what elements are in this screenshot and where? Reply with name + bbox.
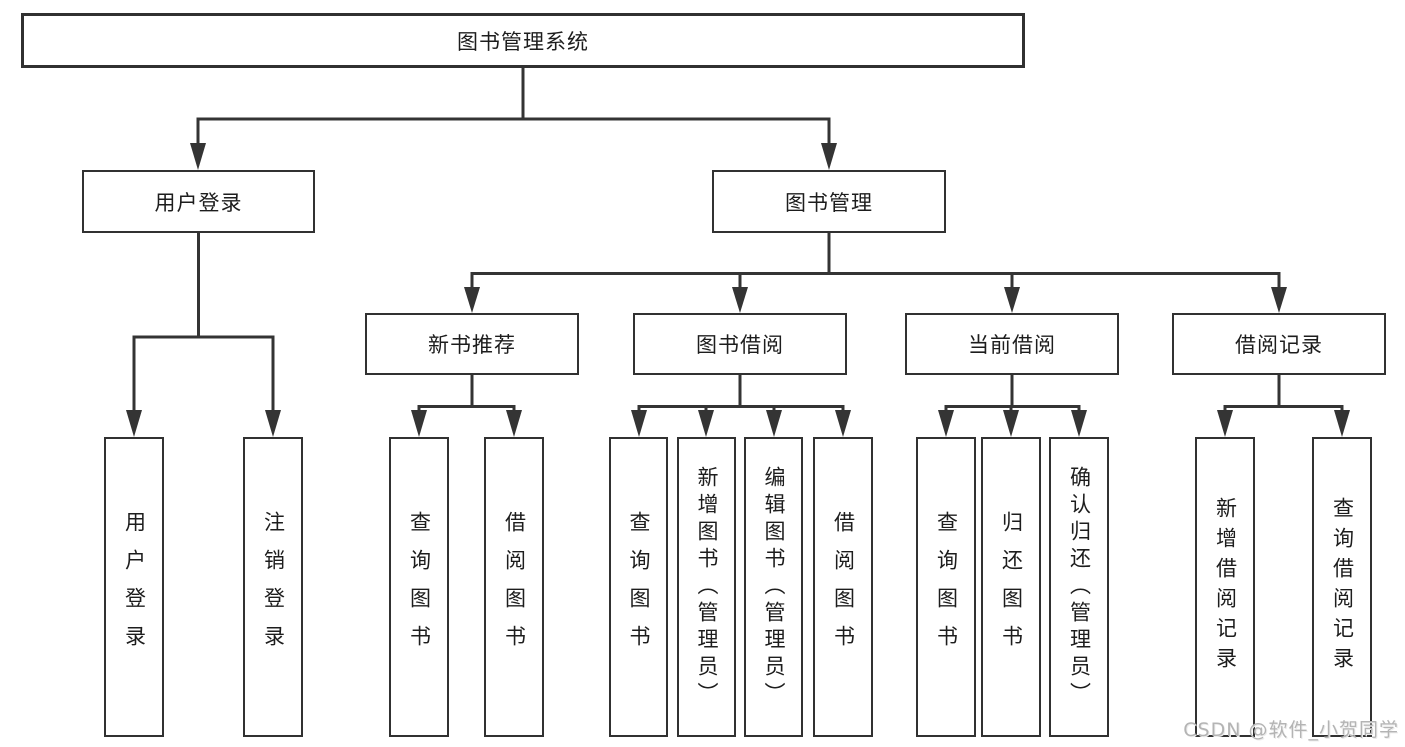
node-label: 查询图书 (627, 511, 651, 663)
arrowhead-down-icon (631, 410, 647, 437)
node-label: 借阅图书 (831, 511, 856, 663)
arrowhead-down-icon (732, 287, 748, 313)
leaf-borrow-books-recommend: 借阅图书 (484, 437, 544, 737)
node-label: 借阅记录 (1235, 333, 1323, 357)
connector-book-management-to-level3 (470, 233, 1281, 291)
arrowhead-down-icon (698, 410, 714, 437)
leaf-edit-book-admin: 编辑图书（管理员） (744, 437, 803, 737)
leaf-confirm-return-admin: 确认归还（管理员） (1049, 437, 1109, 737)
node-label: 图书管理系统 (457, 29, 589, 54)
node-user-login: 用户登录 (82, 170, 315, 233)
leaf-user-login: 用户登录 (104, 437, 164, 737)
node-label: 查询图书 (934, 511, 959, 663)
connector-new-book-to-leaves (417, 375, 516, 415)
arrowhead-down-icon (1004, 287, 1020, 313)
arrowhead-down-icon (265, 410, 281, 437)
arrowhead-down-icon (821, 143, 837, 170)
node-label: 确认归还（管理员） (1067, 465, 1092, 709)
connector-root-to-level2 (196, 68, 831, 147)
leaf-query-books-recommend: 查询图书 (389, 437, 449, 737)
node-borrow-records: 借阅记录 (1172, 313, 1386, 375)
node-book-management: 图书管理 (712, 170, 946, 233)
leaf-add-borrow-record: 新增借阅记录 (1195, 437, 1255, 737)
arrowhead-down-icon (506, 410, 522, 437)
csdn-watermark: CSDN @软件_小贺同学 (1183, 719, 1399, 741)
leaf-add-book-admin: 新增图书（管理员） (677, 437, 736, 737)
node-label: 查询图书 (407, 511, 432, 663)
arrowhead-down-icon (126, 410, 142, 437)
node-label: 新增借阅记录 (1213, 497, 1238, 677)
node-root-library-system: 图书管理系统 (21, 13, 1025, 68)
node-label: 当前借阅 (968, 333, 1056, 357)
node-label: 图书借阅 (696, 333, 784, 357)
arrowhead-down-icon (938, 410, 954, 437)
node-label: 用户登录 (154, 190, 243, 215)
arrowhead-down-icon (1271, 287, 1287, 313)
arrowhead-down-icon (464, 287, 480, 313)
node-label: 注销登录 (261, 511, 286, 663)
connector-current-borrow-to-leaves (944, 375, 1081, 415)
node-current-borrow: 当前借阅 (905, 313, 1119, 375)
arrowhead-down-icon (1334, 410, 1350, 437)
node-label: 借阅图书 (502, 511, 527, 663)
arrowhead-down-icon (411, 410, 427, 437)
arrowhead-down-icon (766, 410, 782, 437)
node-new-book-recommend: 新书推荐 (365, 313, 579, 375)
node-label: 新增图书（管理员） (695, 465, 719, 709)
leaf-query-borrow-record: 查询借阅记录 (1312, 437, 1372, 737)
node-label: 用户登录 (122, 511, 147, 663)
node-book-borrow: 图书借阅 (633, 313, 847, 375)
node-label: 归还图书 (999, 511, 1024, 663)
leaf-borrow-books: 借阅图书 (813, 437, 873, 737)
leaf-query-books-borrow: 查询图书 (609, 437, 668, 737)
arrowhead-down-icon (835, 410, 851, 437)
node-label: 图书管理 (785, 190, 873, 215)
leaf-logout: 注销登录 (243, 437, 303, 737)
connector-user-login-to-leaves (132, 233, 275, 415)
arrowhead-down-icon (1003, 410, 1019, 437)
connector-borrow-records-to-leaves (1223, 375, 1344, 415)
arrowhead-down-icon (1217, 410, 1233, 437)
arrowhead-down-icon (1071, 410, 1087, 437)
node-label: 查询借阅记录 (1330, 497, 1355, 677)
node-label: 新书推荐 (428, 333, 516, 357)
arrowhead-down-icon (190, 143, 206, 170)
node-label: 编辑图书（管理员） (762, 465, 786, 709)
leaf-query-books-current: 查询图书 (916, 437, 976, 737)
leaf-return-book: 归还图书 (981, 437, 1041, 737)
connector-book-borrow-to-leaves (637, 375, 845, 415)
